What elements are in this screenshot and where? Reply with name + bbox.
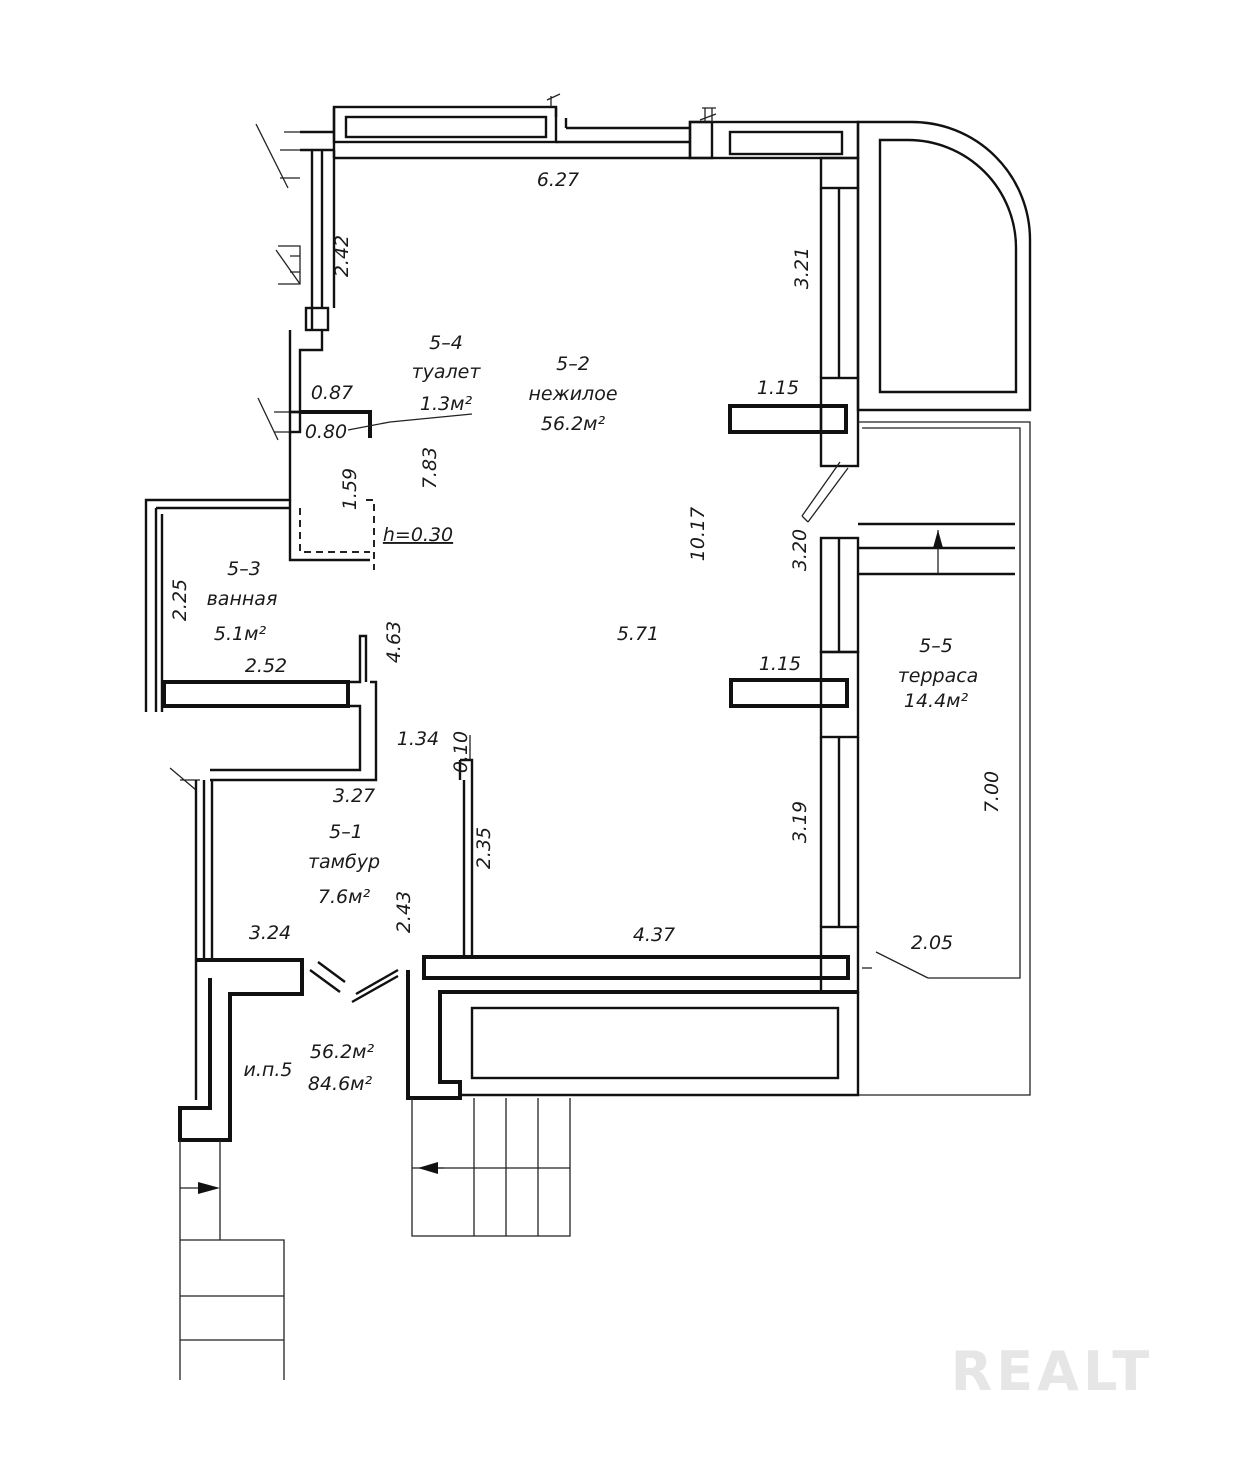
bath-walls	[162, 634, 378, 782]
dim-terrace-width: 2.05	[911, 932, 953, 954]
dim-top-wall: 6.27	[537, 169, 579, 191]
bath-name: ванная	[207, 588, 278, 610]
dim-vest-side: 2.43	[393, 891, 415, 933]
dim-vest-top: 3.27	[333, 785, 375, 807]
main-number: 5–2	[556, 353, 590, 375]
dim-bottom-wall: 4.37	[633, 924, 675, 946]
vestibule-number: 5–1	[329, 821, 363, 843]
bath-area: 5.1м²	[214, 623, 267, 645]
left-walls	[144, 150, 370, 712]
watermark: REALT	[951, 1340, 1154, 1403]
stairs	[179, 1098, 571, 1380]
terrace-name: терраса	[898, 665, 979, 687]
main-area: 56.2м²	[541, 413, 606, 435]
terrace-number: 5–5	[919, 635, 953, 657]
terrace	[856, 120, 1032, 1096]
dim-vest-bottom: 3.24	[249, 922, 291, 944]
bath-number: 5–3	[227, 558, 261, 580]
dim-bath-gap: 4.63	[383, 621, 405, 663]
dim-partition-len: 2.35	[473, 827, 495, 869]
unit-summary: и.п.5 56.2м² 84.6м²	[244, 1041, 375, 1095]
dim-right-upper: 3.21	[791, 247, 813, 289]
dim-main-width: 5.71	[617, 623, 659, 645]
dim-column-upper: 1.15	[757, 377, 799, 399]
dim-left-upper: 2.42	[331, 235, 353, 277]
dim-toilet-side: 0.80	[305, 421, 347, 443]
dim-column-lower: 1.15	[759, 653, 801, 675]
dim-right-lower: 3.19	[789, 801, 811, 843]
unit-area-main: 56.2м²	[310, 1041, 375, 1063]
dim-bath-height: 2.25	[169, 579, 191, 621]
dim-bath-width: 2.52	[245, 655, 287, 677]
room-vestibule-label: 5–1 тамбур 7.6м²	[308, 821, 380, 908]
vestibule-area: 7.6м²	[318, 886, 371, 908]
room-toilet-label: 5–4 туалет 1.3м²	[412, 332, 482, 415]
dim-partition: 0.10	[450, 731, 472, 773]
dim-main-length: 10.17	[687, 507, 709, 561]
dim-toilet-height: 1.59	[339, 468, 361, 510]
room-bath-label: 5–3 ванная 5.1м²	[207, 558, 278, 645]
dimensions: 6.27 2.42 3.21 0.87 0.80 1.15 7.83 1.59 …	[169, 169, 1003, 954]
vestibule-walls	[169, 735, 860, 1142]
toilet-area	[299, 410, 473, 570]
unit-area-total: 84.6м²	[308, 1073, 373, 1095]
room-terrace-label: 5–5 терраса 14.4м²	[898, 635, 979, 712]
dim-toilet-top: 0.87	[311, 382, 353, 404]
dim-door-right: 3.20	[789, 529, 811, 571]
unit-label: и.п.5	[244, 1059, 293, 1081]
vestibule-name: тамбур	[308, 851, 380, 873]
toilet-name: туалет	[412, 361, 482, 383]
top-wall	[255, 93, 860, 189]
dim-shower-h: h=0.30	[383, 524, 453, 546]
dim-main-depth: 7.83	[419, 447, 441, 489]
terrace-area: 14.4м²	[904, 690, 969, 712]
room-main-label: 5–2 нежилое 56.2м²	[528, 353, 617, 435]
main-name: нежилое	[528, 383, 617, 405]
toilet-area: 1.3м²	[420, 393, 473, 415]
dim-corridor: 1.34	[397, 728, 439, 750]
toilet-number: 5–4	[429, 332, 463, 354]
dim-terrace-len: 7.00	[981, 771, 1003, 813]
